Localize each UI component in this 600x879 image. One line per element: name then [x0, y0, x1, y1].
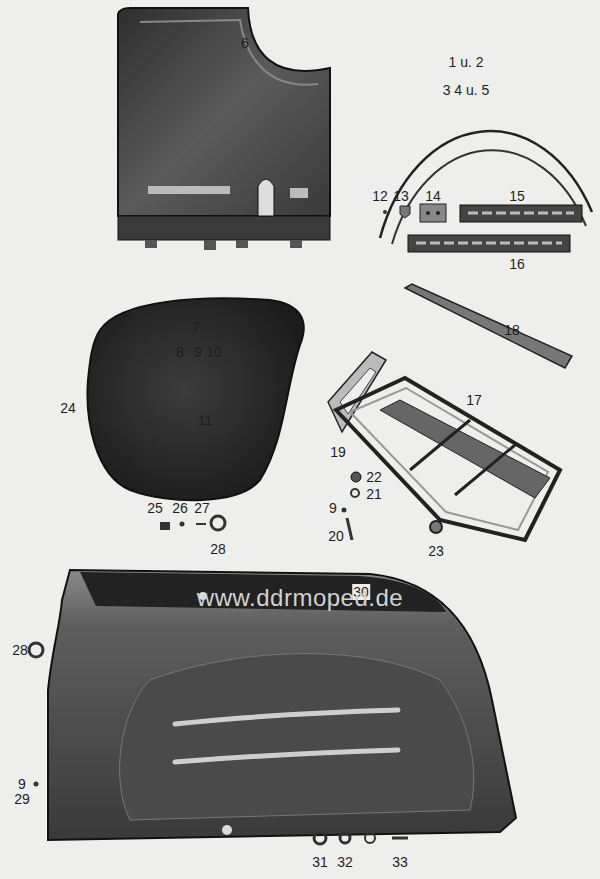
callout-number: 24: [59, 400, 77, 416]
callout-number: 20: [327, 528, 345, 544]
callout-number: 26: [171, 500, 189, 516]
callout-number: 13: [392, 188, 410, 204]
trim-strip: [392, 150, 586, 244]
callout-number: 9: [17, 776, 27, 792]
callout-number: 31: [311, 854, 329, 870]
watermark: www.ddrmoped.de: [196, 585, 404, 611]
callout-number: 9: [328, 500, 338, 516]
callout-number: 11: [197, 412, 214, 428]
callout-number: 12: [371, 188, 389, 204]
callout-number: 23: [427, 543, 445, 559]
callout-number: 22: [365, 469, 383, 485]
tunnel-cover: [118, 8, 330, 250]
callout-number: 21: [365, 486, 383, 502]
callout-number: 19: [329, 444, 347, 460]
callout-number: 32: [336, 854, 354, 870]
callout-number: 18: [503, 322, 521, 338]
callout-number: 15: [508, 188, 526, 204]
callout-number: 10: [205, 344, 223, 360]
callout-number: 29: [13, 791, 31, 807]
callout-number: 14: [424, 188, 442, 204]
callout-number: 6: [240, 35, 250, 51]
callout-number: 17: [465, 392, 483, 408]
callout-number: 28: [209, 541, 227, 557]
callout-number: 8: [175, 344, 185, 360]
callout-number: 27: [193, 500, 211, 516]
callout-number: 9: [193, 344, 203, 360]
callout-number: 28: [11, 642, 29, 658]
callout-number: 25: [146, 500, 164, 516]
callout-number: 7: [191, 319, 201, 335]
luggage-rack: [336, 378, 560, 540]
callout-number: 1 u. 2: [447, 54, 484, 70]
callout-number: 33: [391, 854, 409, 870]
side-cover: [48, 570, 516, 840]
callout-number: 3 4 u. 5: [442, 82, 491, 98]
callout-number: 16: [508, 256, 526, 272]
